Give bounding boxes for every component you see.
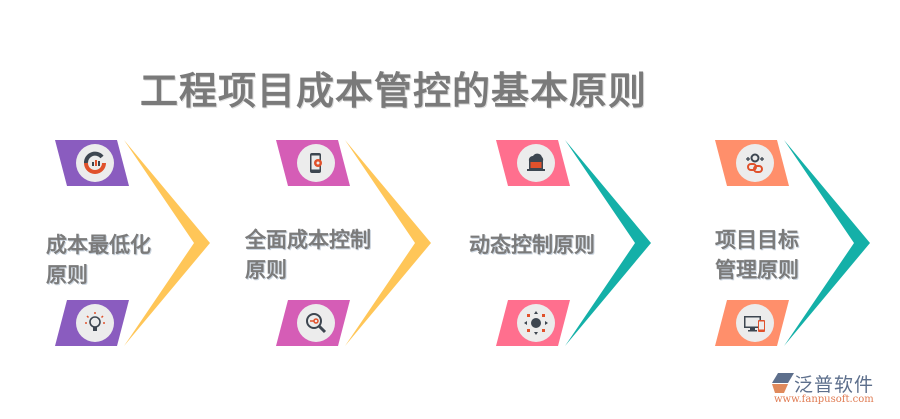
step1-label: 成本最低化 原则 [46,233,151,287]
step2-bottom-tile [276,300,350,346]
fanpu-logo: 泛普软件 www.fanpusoft.com [770,372,895,412]
page-title: 工程项目成本管控的基本原则 [140,69,648,113]
phone-gear-icon [310,153,322,173]
step1-top-tile [55,140,129,186]
chart-gauge-icon [84,151,106,174]
key-magnifier-icon [306,313,327,334]
step4-top-tile [715,140,789,186]
step3-top-tile [496,140,570,186]
fanpu-logo-icon [772,373,794,393]
step1-bottom-tile [55,300,129,346]
step3-label: 动态控制原则 [469,233,595,257]
logo-brand: 泛普软件 [794,374,875,396]
step4-bottom-tile [715,300,789,346]
cloud-laptop-icon [527,153,545,171]
globe-arrows-icon [524,311,548,335]
lightbulb-icon [85,312,105,331]
step3-bottom-tile [496,300,570,346]
step2-label: 全面成本控制 原则 [245,228,371,282]
link-plus-icon [746,153,764,173]
step4-label: 项目目标 管理原则 [715,228,799,282]
logo-url: www.fanpusoft.com [774,394,874,405]
step2-top-tile [276,140,350,186]
desktop-mobile-icon [744,316,765,332]
